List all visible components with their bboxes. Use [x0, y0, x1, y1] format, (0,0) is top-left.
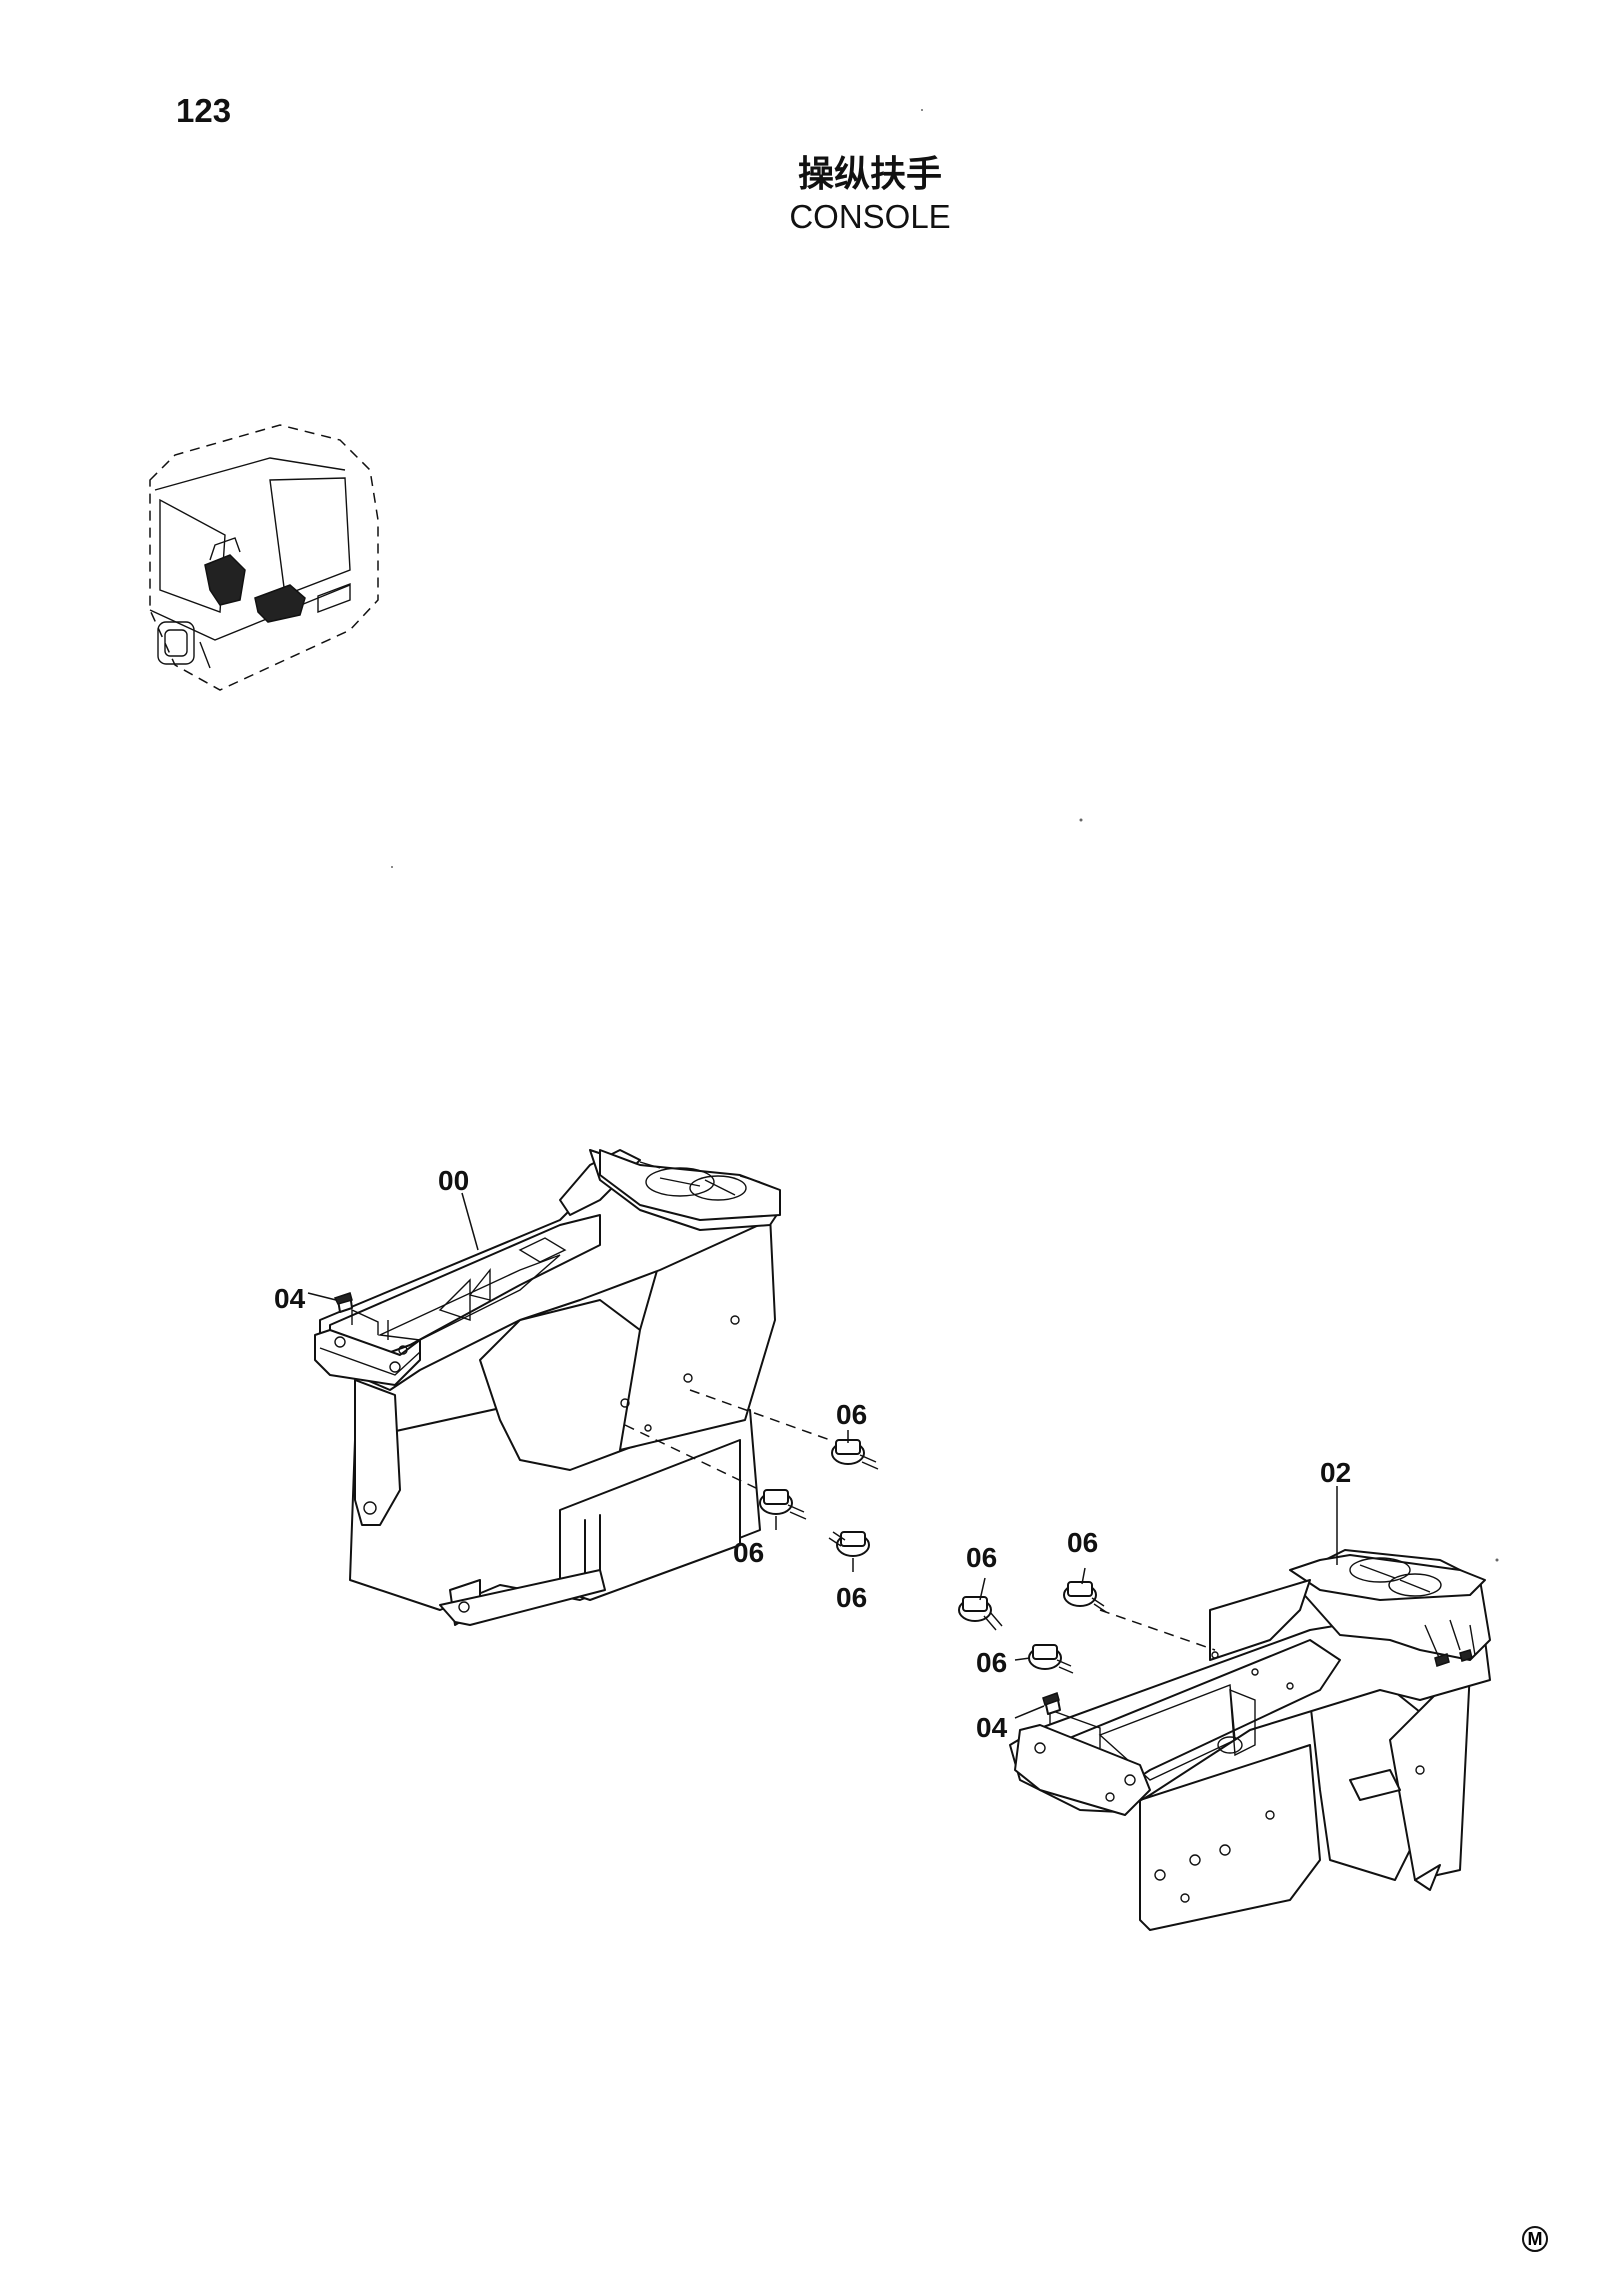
footer-mark-letter: M — [1528, 2229, 1543, 2249]
callout-04-left: 04 — [274, 1283, 306, 1314]
bolt-icon-4 — [958, 1596, 1003, 1631]
right-console-bolts — [958, 1581, 1216, 1674]
leader-lines — [307, 1192, 1338, 1719]
bolt-icon-3 — [828, 1531, 870, 1557]
title-english: CONSOLE — [789, 198, 951, 235]
footer-mark: M — [1522, 2226, 1548, 2252]
page-number: 123 — [176, 92, 232, 129]
callout-06-right-c: 06 — [976, 1647, 1007, 1678]
callout-06-bottom-left: 06 — [836, 1582, 867, 1613]
callout-06-upper-left: 06 — [836, 1399, 867, 1430]
callout-00: 00 — [438, 1165, 469, 1196]
bolt-icon-2 — [759, 1489, 807, 1520]
callout-04-right: 04 — [976, 1712, 1008, 1743]
scan-specks — [391, 109, 1499, 1562]
callout-06-right-a: 06 — [966, 1542, 997, 1573]
bolt-icon-1 — [831, 1439, 879, 1470]
left-console-drawing — [314, 1149, 781, 1626]
callout-06-right-b: 06 — [1067, 1527, 1098, 1558]
bolt-icon-5 — [1063, 1581, 1107, 1613]
cab-locator-icon — [149, 424, 379, 691]
bolt-icon-6 — [1028, 1644, 1074, 1674]
callout-02: 02 — [1320, 1457, 1351, 1488]
right-console-drawing — [1009, 1549, 1491, 1931]
callout-06-lower-left: 06 — [733, 1537, 764, 1568]
left-console-bolts — [624, 1389, 879, 1557]
title-chinese: 操纵扶手 — [797, 154, 942, 195]
